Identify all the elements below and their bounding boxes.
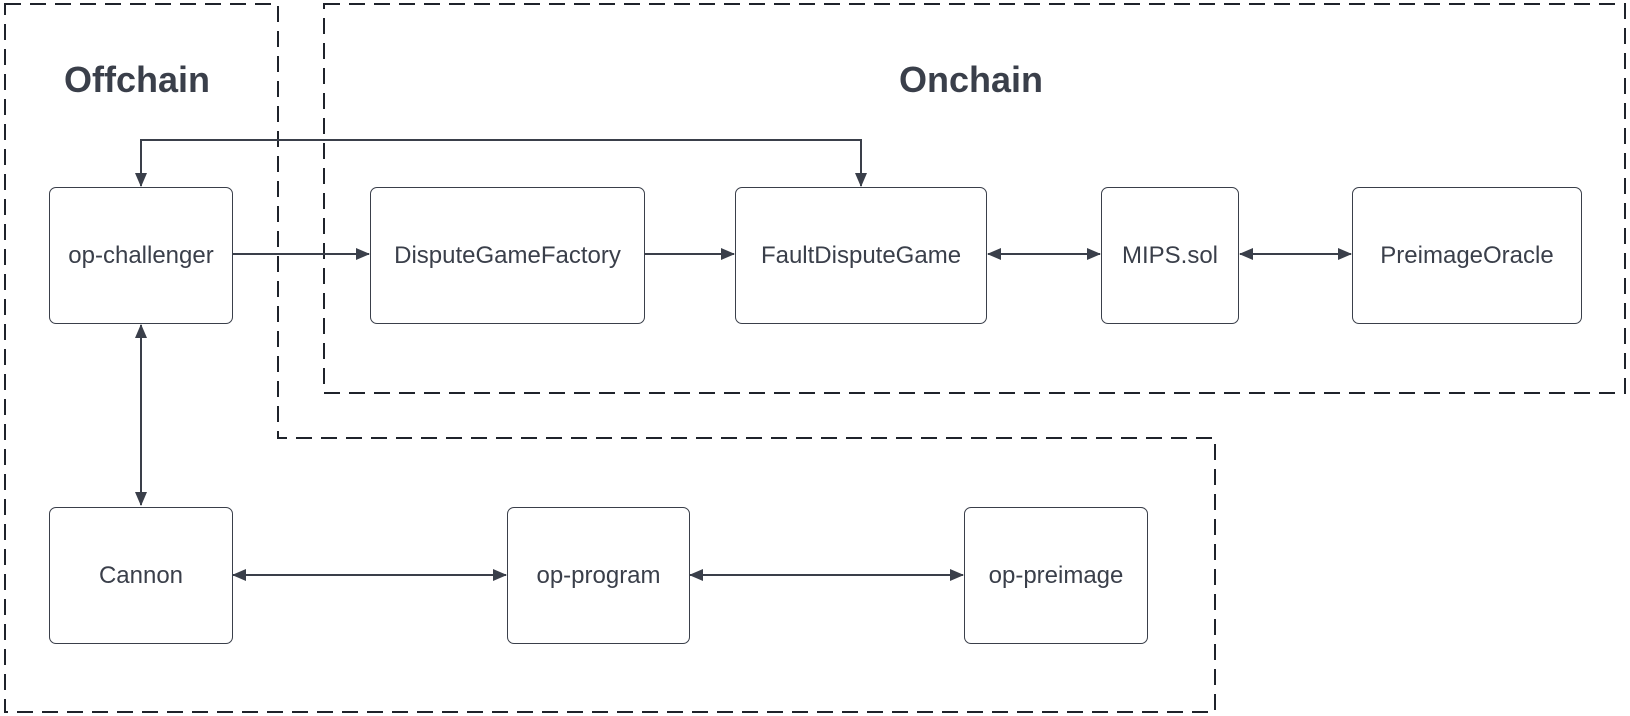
- edge-challenger-faultgame: [135, 139, 867, 187]
- node-op-program: op-program: [507, 507, 690, 644]
- node-op-challenger: op-challenger: [49, 187, 233, 324]
- node-label: op-program: [536, 561, 661, 589]
- node-mips-sol: MIPS.sol: [1101, 187, 1239, 324]
- node-label: Cannon: [98, 561, 184, 589]
- node-cannon: Cannon: [49, 507, 233, 644]
- node-fault-dispute-game: FaultDisputeGame: [735, 187, 987, 324]
- node-preimage-oracle: PreimageOracle: [1352, 187, 1582, 324]
- node-label: op-preimage: [988, 561, 1124, 589]
- onchain-title: Onchain: [899, 59, 1044, 100]
- node-label: DisputeGameFactory: [394, 241, 621, 269]
- offchain-title: Offchain: [64, 59, 211, 100]
- onchain-region-boundary: [323, 3, 1626, 394]
- node-label: MIPS.sol: [1121, 241, 1219, 269]
- offchain-region-boundary: [4, 3, 1216, 713]
- node-op-preimage: op-preimage: [964, 507, 1148, 644]
- node-label: PreimageOracle: [1380, 241, 1554, 269]
- node-label: FaultDisputeGame: [760, 241, 962, 269]
- node-label: op-challenger: [68, 241, 214, 269]
- node-dispute-game-factory: DisputeGameFactory: [370, 187, 645, 324]
